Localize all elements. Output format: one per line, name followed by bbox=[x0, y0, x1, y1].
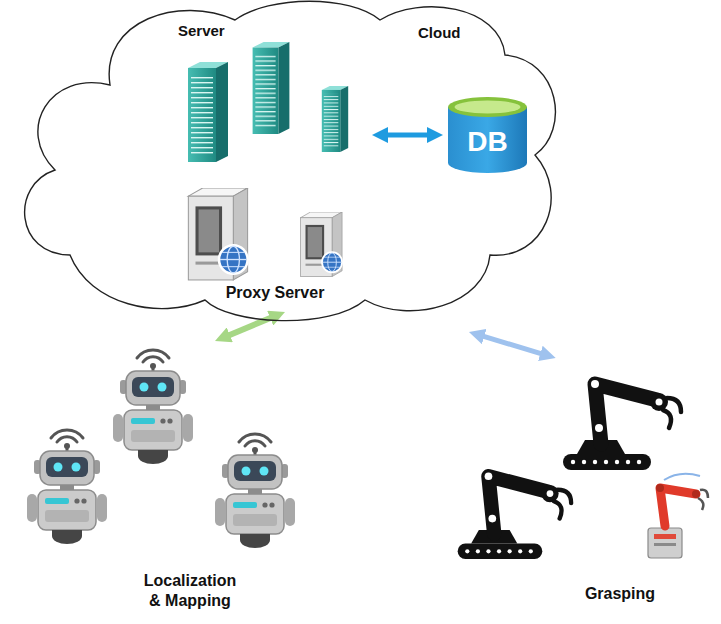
database: DB bbox=[445, 95, 530, 175]
node-label: Server bbox=[178, 22, 225, 40]
proxy-tower bbox=[300, 212, 342, 277]
double-arrow bbox=[480, 335, 544, 354]
cloud-region: Cloud ServerDB Proxy Server bbox=[0, 0, 565, 330]
robot-arm bbox=[648, 474, 708, 558]
robot-arm bbox=[563, 380, 681, 470]
double-arrow bbox=[384, 133, 431, 138]
node-label: DB bbox=[467, 125, 507, 159]
proxy-tower bbox=[188, 188, 247, 280]
arm-group: Grasping bbox=[445, 360, 715, 615]
node-label: Cloud bbox=[418, 24, 461, 42]
server-rack bbox=[322, 86, 348, 152]
proxy-server-group: Proxy Server bbox=[175, 185, 375, 310]
node-label: Proxy Server bbox=[226, 283, 325, 302]
server-rack bbox=[188, 62, 228, 162]
robot-group: Localization & Mapping bbox=[20, 343, 320, 617]
server-rack bbox=[253, 42, 290, 134]
server-group: Server bbox=[170, 12, 370, 182]
robot-icon bbox=[27, 430, 107, 544]
robot-arm bbox=[458, 472, 571, 559]
robot-icon bbox=[113, 350, 193, 464]
robot-icon bbox=[215, 434, 295, 548]
node-label: Localization & Mapping bbox=[144, 571, 236, 611]
node-label: Grasping bbox=[585, 584, 655, 603]
